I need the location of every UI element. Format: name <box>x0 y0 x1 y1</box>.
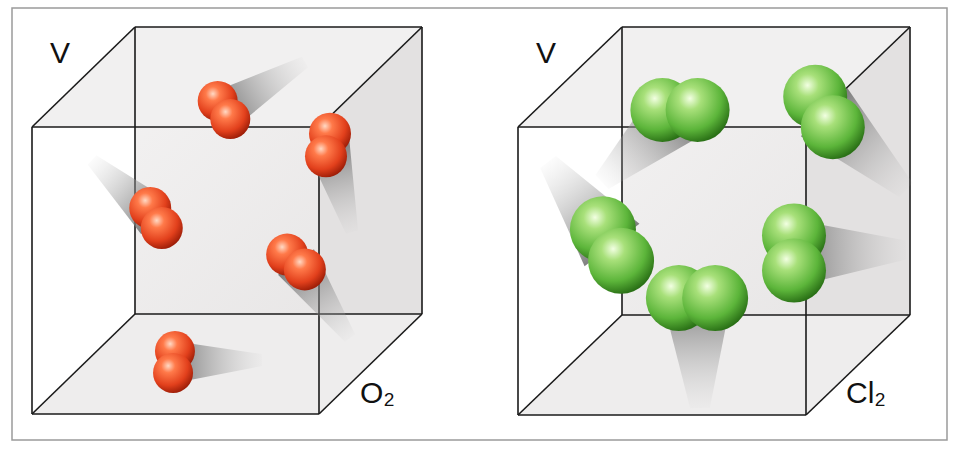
cube-edge <box>32 126 319 128</box>
oxygen-molecule <box>305 113 351 178</box>
atom-sphere <box>762 239 826 303</box>
cube-edge <box>421 27 423 314</box>
atom-sphere <box>682 265 748 331</box>
atom-sphere <box>141 207 183 249</box>
atom-sphere <box>588 228 654 294</box>
cube-edge <box>518 414 806 416</box>
chlorine-molecule <box>762 203 826 302</box>
cube-edge <box>518 315 622 415</box>
cube-edge <box>134 27 136 314</box>
oxygen-molecule <box>266 234 326 291</box>
atom-sphere <box>305 135 347 177</box>
oxygen-molecule <box>198 81 251 139</box>
gas-formula: O₂ <box>360 378 395 408</box>
volume-label: V <box>50 38 70 68</box>
volume-label: V <box>536 38 556 68</box>
cube-edge <box>135 313 422 315</box>
atom-sphere <box>284 248 326 290</box>
chlorine-molecule <box>646 265 748 331</box>
cube-edge <box>806 315 910 415</box>
cube-edge <box>319 27 422 127</box>
cube-edge <box>517 127 519 415</box>
atom-sphere <box>666 78 730 142</box>
cube-edge <box>32 314 135 414</box>
chlorine-molecule <box>783 65 865 159</box>
atom-sphere <box>210 99 250 139</box>
cube-edge <box>135 26 422 28</box>
figure-frame <box>12 8 947 440</box>
cube-edge <box>909 27 911 315</box>
atom-sphere <box>801 95 865 159</box>
cube-edge <box>32 27 135 127</box>
floor-wall <box>32 314 422 414</box>
cube-edge <box>518 27 622 127</box>
cube-edge <box>32 413 319 415</box>
chlorine-molecule <box>570 196 654 293</box>
oxygen-molecule <box>129 187 183 249</box>
cube-edge <box>622 26 910 28</box>
cube-edge <box>31 127 33 414</box>
motion-trail <box>801 88 913 197</box>
gas-formula: Cl₂ <box>846 378 886 408</box>
oxygen-molecule <box>153 331 195 393</box>
atom-sphere <box>153 353 193 393</box>
motion-trail <box>278 249 355 341</box>
chlorine-molecule <box>630 78 729 142</box>
